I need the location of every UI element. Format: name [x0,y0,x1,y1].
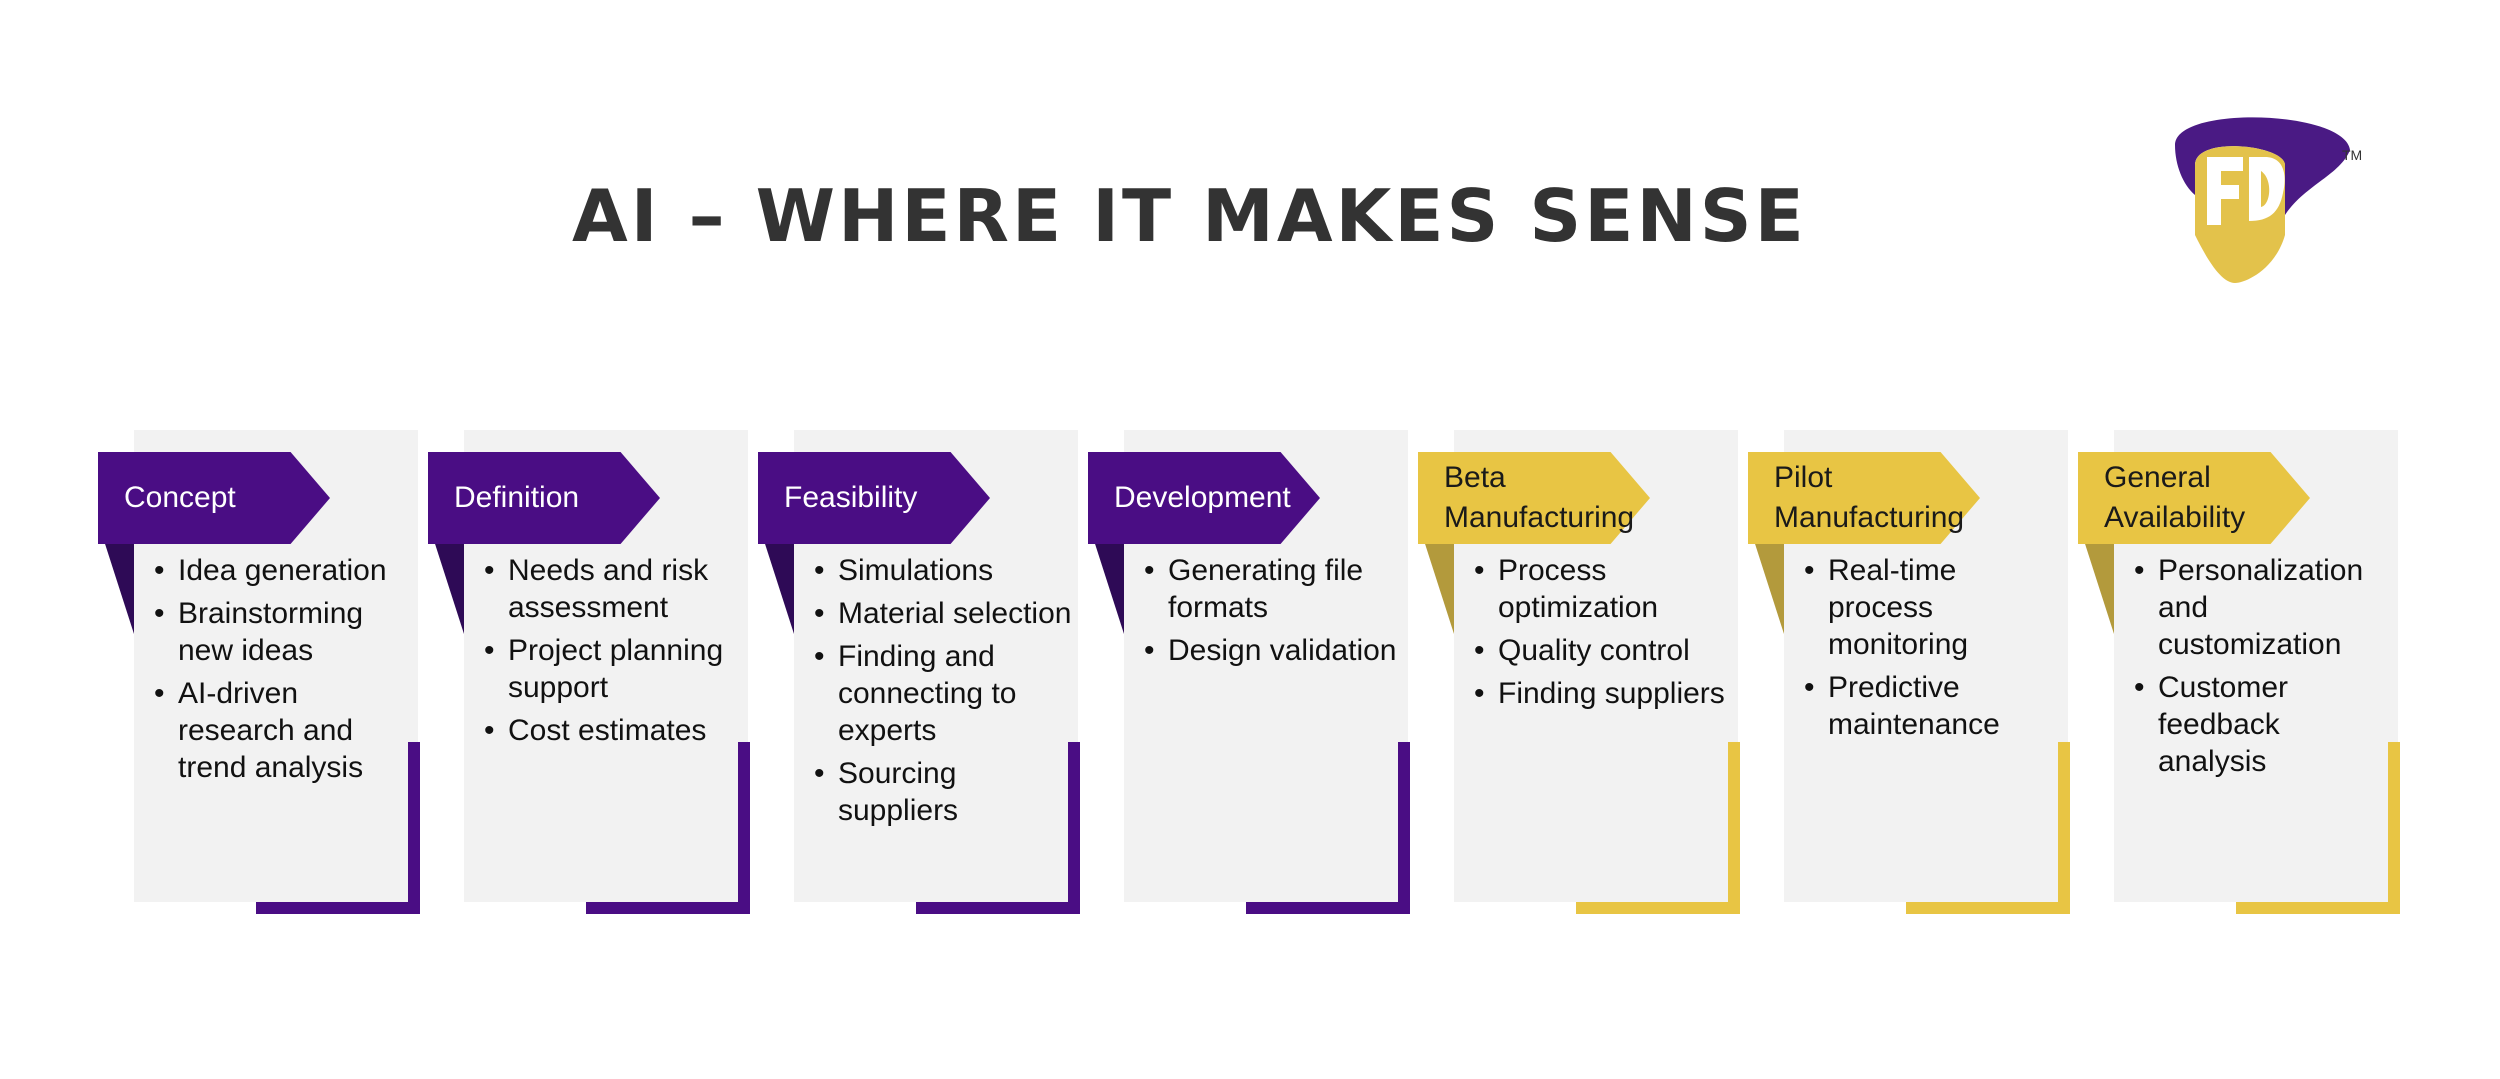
stage-corner-horizontal [586,902,750,914]
stage-card: Beta ManufacturingProcess optimizationQu… [1418,430,1798,920]
stage-item: Real-time process monitoring [1804,552,2064,663]
stage-label: Concept [124,481,236,514]
stage-card: DevelopmentGenerating file formatsDesign… [1088,430,1468,920]
stage-corner-horizontal [256,902,420,914]
stage-corner-horizontal [916,902,1080,914]
stage-corner-vertical [1728,742,1740,914]
stage-card: ConceptIdea generationBrainstorming new … [98,430,478,920]
stage-label: Definition [454,481,580,514]
stage-item-list: Personalization and customizationCustome… [2134,552,2394,786]
stage-label: Development [1114,481,1291,514]
stage-item: Process optimization [1474,552,1734,626]
stage-corner-horizontal [1246,902,1410,914]
stage-arrow-tab [1088,452,1320,544]
stage-corner-vertical [2388,742,2400,914]
stage-corner-horizontal [2236,902,2400,914]
stage-corner-vertical [738,742,750,914]
stage-corner-vertical [2058,742,2070,914]
stage-label: Feasibility [784,481,918,514]
stage-label: Pilot Manufacturing [1774,461,1965,534]
stage-item-list: Real-time process monitoringPredictive m… [1804,552,2064,749]
fd-shield-logo-icon: TM [2175,117,2362,283]
stage-item: Predictive maintenance [1804,669,2064,743]
stage-card: DefinitionNeeds and risk assessmentProje… [428,430,808,920]
trademark-mark: TM [2342,147,2362,163]
stage-arrow-tab [1418,452,1650,544]
stage-item: Quality control [1474,632,1734,669]
stage-item: Finding suppliers [1474,675,1734,712]
stage-item: Sourcing suppliers [814,755,1074,829]
stage-item: Customer feedback analysis [2134,669,2394,780]
stage-item-list: Generating file formatsDesign validation [1144,552,1404,675]
stage-item: Finding and connecting to experts [814,638,1074,749]
stage-item: Project planning support [484,632,744,706]
stage-item: Idea generation [154,552,414,589]
stage-arrow-tab [98,452,330,544]
stage-item: Brainstorming new ideas [154,595,414,669]
stage-label: General Availability [2104,461,2246,534]
stage-card: FeasibilitySimulationsMaterial selection… [758,430,1138,920]
stage-item: Material selection [814,595,1074,632]
stage-item: Simulations [814,552,1074,589]
stage-corner-horizontal [1906,902,2070,914]
stage-item: Needs and risk assessment [484,552,744,626]
stage-item: Cost estimates [484,712,744,749]
stage-corner-horizontal [1576,902,1740,914]
stage-arrow-tab [1748,452,1980,544]
stage-item-list: Idea generationBrainstorming new ideasAI… [154,552,414,792]
stage-item-list: Needs and risk assessmentProject plannin… [484,552,744,755]
stage-item: Personalization and customization [2134,552,2394,663]
stage-label: Beta Manufacturing [1444,461,1635,534]
stage-card: Pilot ManufacturingReal-time process mon… [1748,430,2128,920]
stage-arrow-tab [758,452,990,544]
stage-item-list: SimulationsMaterial selectionFinding and… [814,552,1074,835]
stage-item: AI-driven research and trend analysis [154,675,414,786]
page-title: AI – WHERE IT MAKES SENSE [572,174,1807,258]
stage-card: General AvailabilityPersonalization and … [2078,430,2458,920]
stage-arrow-tab [2078,452,2310,544]
stage-arrow-tab [428,452,660,544]
stage-item: Generating file formats [1144,552,1404,626]
stage-corner-vertical [1398,742,1410,914]
stage-item-list: Process optimizationQuality controlFindi… [1474,552,1734,718]
stage-item: Design validation [1144,632,1404,669]
